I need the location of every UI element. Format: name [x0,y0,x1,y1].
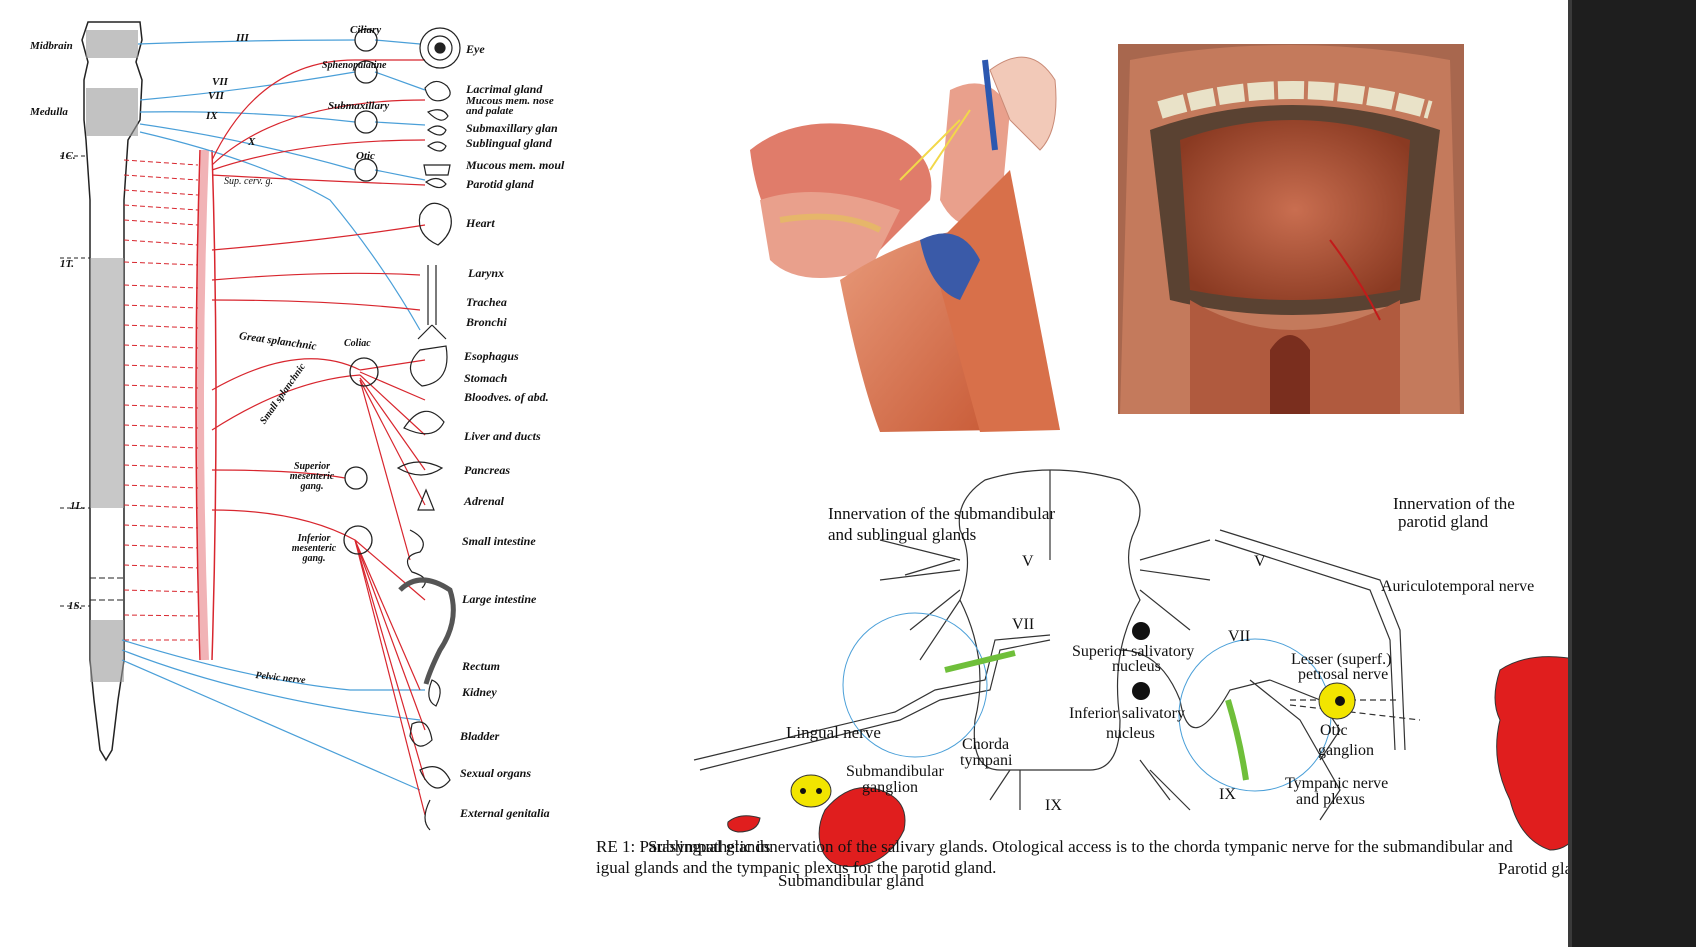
title-parotid: Innervation of the [1393,494,1515,513]
inferior-salivatory-nucleus [1132,682,1150,700]
label-parotid-gland: Parotid gland [1498,859,1590,878]
level-medulla: Medulla [30,106,68,118]
organ-mucous-mouth: Mucous mem. moul [466,158,565,172]
label-submandibular-ganglion-2: ganglion [862,779,918,796]
organ-eye: Eye [466,42,485,56]
label-lesser-petrosal: Lesser (superf.) [1291,651,1392,668]
ganglion-sphenopalatine: Sphenopalatine [322,60,387,71]
title-submandibular-2: and sublingual glands [828,525,977,544]
label-lesser-petrosal-2: petrosal nerve [1298,666,1389,683]
label-sublingual-glands: Sublingual glands [648,837,771,856]
label-inferior-nucleus: Inferior salivatory [1069,705,1185,722]
label-vii-left: VII [1012,616,1035,633]
organ-bloodvessels: Bloodves. of abd. [464,390,549,404]
label-tympanic: Tympanic nerve [1285,775,1389,792]
label-superior-nucleus-2: nucleus [1112,658,1161,675]
organ-small-intestine: Small intestine [462,534,536,548]
level-1t: 1T. [60,258,74,270]
label-submandibular-ganglion: Submandibular [846,763,944,780]
level-1s: 1S. [68,600,83,612]
organ-external-genitalia: External genitalia [460,806,550,820]
label-v-right: V [1254,553,1266,570]
numeral-x: X [248,136,256,148]
dissection-illustration [742,42,1094,432]
salivary-schematic [693,469,1421,821]
numeral-vii: VII [212,76,228,88]
label-inferior-nucleus-2: nucleus [1106,725,1155,742]
organ-large-intestine: Large intestine [462,592,537,606]
title-parotid-2: parotid gland [1398,512,1489,531]
label-v-left: V [1022,553,1034,570]
organ-lacrimal: Lacrimal gland [466,82,543,96]
label-ix-right: IX [1219,786,1236,803]
window-divider [1568,0,1572,947]
label-auriculotemporal: Auriculotemporal nerve [1381,578,1535,595]
label-chorda: Chorda [962,736,1010,753]
superior-salivatory-nucleus [1132,622,1150,640]
figure-caption-line2: igual glands and the tympanic plexus for… [596,858,997,877]
level-1l: 1L. [70,500,85,512]
organ-bronchi: Bronchi [466,315,507,329]
organ-trachea: Trachea [466,295,507,309]
organ-kidney: Kidney [462,685,497,699]
organ-mucous-nose: Mucous mem. nose and palate [466,95,554,117]
autonomic-diagram [60,21,461,831]
organ-parotid: Parotid gland [466,177,534,191]
label-chorda-2: tympani [960,752,1013,769]
label-vii-right: VII [1228,628,1251,645]
ganglion-inf-mesenteric: Inferior mesenteric gang. [291,533,337,564]
organ-rectum: Rectum [462,659,500,673]
organ-bladder: Bladder [460,729,500,743]
level-1c: 1C. [60,150,76,162]
ganglion-otic: Otic [356,150,375,162]
numeral-ix: IX [206,110,218,122]
ciliary-ganglion [354,28,378,52]
organ-heart: Heart [466,216,495,230]
organ-submaxillary: Submaxillary glan [466,121,558,135]
ganglion-sup-mesenteric: Superior mesenteric gang. [289,461,335,492]
level-midbrain: Midbrain [30,40,73,52]
numeral-iii: III [236,32,249,44]
label-superior-nucleus: Superior salivatory [1072,643,1195,660]
label-submandibular-gland: Submandibular gland [778,871,924,890]
ganglion-coliac: Coliac [344,338,371,349]
organ-larynx: Larynx [468,266,504,280]
ganglion-ciliary: Ciliary [350,24,382,36]
title-submandibular: Innervation of the submandibular [828,504,1056,523]
organ-adrenal: Adrenal [464,494,505,508]
organ-stomach: Stomach [464,371,508,385]
organ-pancreas: Pancreas [464,463,510,477]
oral-cavity-illustration [1118,44,1464,414]
label-ix-left: IX [1045,797,1062,814]
organ-esophagus: Esophagus [464,349,519,363]
label-otic: Otic [1320,722,1348,739]
side-panel [1572,0,1696,947]
figure-caption: RE 1: Parasympathetic innervation of the… [596,837,1513,856]
ganglion-sup-cerv: Sup. cerv. g. [224,176,273,187]
ganglion-submaxillary: Submaxillary [328,100,390,112]
organ-sexual: Sexual organs [460,766,532,780]
label-lingual-nerve: Lingual nerve [786,723,881,742]
numeral-vii-2: VII [208,90,224,102]
label-tympanic-2: and plexus [1296,791,1365,808]
organ-liver: Liver and ducts [464,429,541,443]
organ-sublingual: Sublingual gland [466,136,552,150]
label-otic-2: ganglion [1318,742,1374,759]
